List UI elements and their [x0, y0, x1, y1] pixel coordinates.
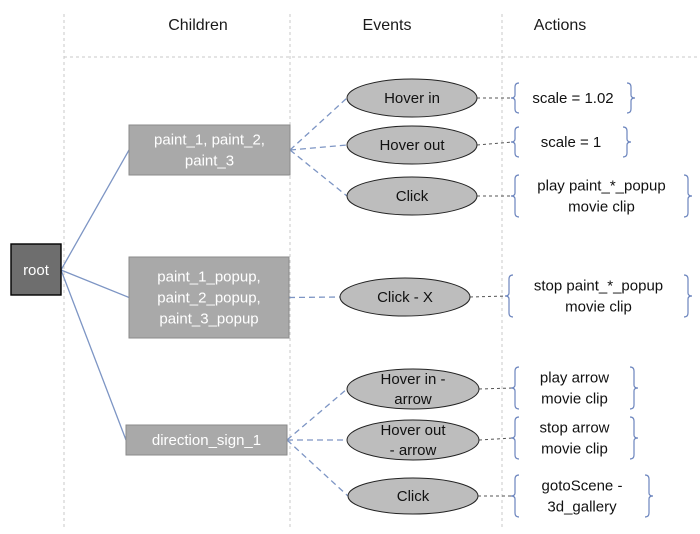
child-label-line-2: paint_3 — [185, 153, 234, 170]
left-brace — [510, 174, 520, 218]
action-node: gotoScene - 3d_gallery — [510, 474, 654, 518]
action-label-line-1: stop paint_*_popup — [534, 278, 663, 295]
right-brace — [626, 82, 636, 114]
action-nodes: scale = 1.02 scale = 1 play paint_*_popupm… — [504, 82, 693, 518]
root-to-child-connector — [60, 269, 130, 299]
event-oval — [346, 176, 478, 216]
right-brace — [644, 474, 654, 518]
action-node: scale = 1 — [510, 126, 632, 158]
event-oval — [339, 277, 471, 317]
action-label-line-2: movie clip — [541, 441, 608, 458]
event-label-line-1: Click - X — [377, 289, 433, 306]
root-node: root — [10, 243, 62, 296]
root-label: root — [23, 262, 50, 279]
left-brace — [510, 82, 520, 114]
right-brace — [683, 274, 693, 318]
child-node: paint_1_popup, paint_2_popup, paint_3_popu… — [128, 256, 290, 339]
event-node: Hover out — [346, 125, 478, 165]
action-node: stop arrow movie clip — [510, 416, 639, 460]
child-box — [125, 424, 288, 456]
left-brace — [510, 416, 520, 460]
action-node: play arrow movie clip — [510, 366, 639, 410]
child-to-event-connector — [288, 296, 341, 299]
event-oval — [346, 78, 478, 118]
child-label-line-1: direction_sign_1 — [152, 432, 261, 449]
action-label-line-1: play arrow — [540, 370, 609, 387]
action-label-line-2: 3d_gallery — [547, 499, 617, 516]
event-to-action-connector — [478, 437, 514, 441]
root-to-child-connector — [60, 269, 127, 441]
event-label-line-1: Hover in — [384, 90, 440, 107]
child-to-event-connector — [286, 439, 349, 497]
left-brace — [510, 126, 520, 158]
right-brace — [683, 174, 693, 218]
action-label-line-2: movie clip — [541, 391, 608, 408]
right-brace — [629, 366, 639, 410]
event-node: Hover in — [346, 78, 478, 118]
event-label-line-1: Hover in - — [380, 371, 445, 388]
left-brace — [510, 474, 520, 518]
child-to-event-connector — [289, 144, 348, 151]
children-nodes: paint_1, paint_2,paint_3paint_1_popup,pa… — [125, 124, 291, 456]
event-node: Hover out - arrow — [346, 419, 480, 461]
child-box — [128, 256, 290, 339]
event-oval — [346, 125, 478, 165]
root-box — [10, 243, 62, 296]
event-to-action-connector — [469, 295, 508, 298]
action-label-line-2: movie clip — [568, 199, 635, 216]
header-actions: Actions — [534, 17, 586, 34]
event-to-action-connector — [478, 387, 514, 390]
action-label-line-1: scale = 1 — [541, 134, 601, 151]
action-label-line-1: scale = 1.02 — [532, 90, 613, 107]
child-label-line-1: paint_1, paint_2, — [154, 132, 265, 149]
action-label-line-1: gotoScene - — [542, 478, 623, 495]
child-label-line-2: paint_2_popup, — [157, 290, 260, 307]
left-brace — [504, 274, 514, 318]
event-node: Hover in - arrow — [346, 368, 480, 410]
event-node: Click — [346, 176, 478, 216]
child-box — [128, 124, 291, 176]
event-oval — [346, 419, 480, 461]
right-brace — [629, 416, 639, 460]
right-brace — [622, 126, 632, 158]
event-to-action-connector — [476, 141, 514, 146]
action-label-line-2: movie clip — [565, 299, 632, 316]
event-label-line-2: - arrow — [390, 442, 437, 459]
event-node: Click — [347, 477, 479, 515]
child-to-event-connector — [289, 149, 348, 197]
child-label-line-3: paint_3_popup — [159, 311, 258, 328]
event-label-line-1: Click — [397, 488, 430, 505]
event-label-line-1: Hover out — [380, 422, 446, 439]
event-oval — [347, 477, 479, 515]
root-to-child-connector — [60, 149, 130, 271]
event-label-line-1: Hover out — [379, 137, 445, 154]
child-node: direction_sign_1 — [125, 424, 288, 456]
event-label-line-2: arrow — [394, 391, 432, 408]
child-to-event-connector — [286, 388, 348, 441]
header-events: Events — [363, 17, 412, 34]
child-to-event-connector — [289, 97, 348, 151]
event-label-line-1: Click — [396, 188, 429, 205]
connector-lines — [60, 97, 514, 497]
action-label-line-1: play paint_*_popup — [537, 178, 665, 195]
child-label-line-1: paint_1_popup, — [157, 269, 260, 286]
action-node: scale = 1.02 — [510, 82, 636, 114]
child-node: paint_1, paint_2, paint_3 — [128, 124, 291, 176]
header-children: Children — [168, 17, 228, 34]
action-label-line-1: stop arrow — [539, 420, 609, 437]
event-oval — [346, 368, 480, 410]
left-brace — [510, 366, 520, 410]
event-node: Click - X — [339, 277, 471, 317]
